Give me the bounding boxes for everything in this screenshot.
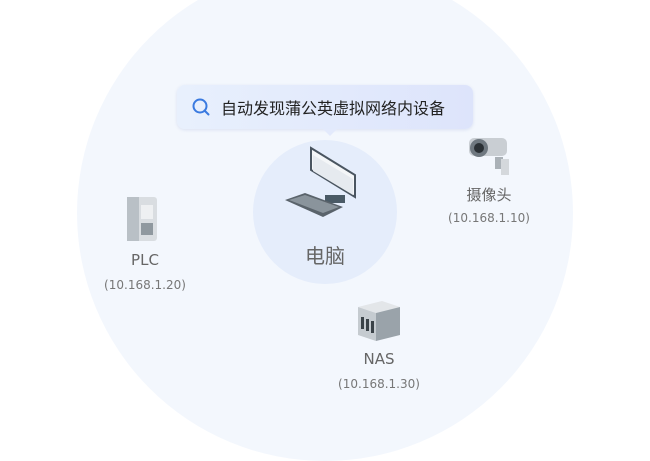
center-device-label: 电脑: [305, 244, 345, 268]
plc-icon: [127, 197, 157, 241]
tooltip-text: 自动发现蒲公英虚拟网络内设备: [221, 99, 446, 118]
discovery-tooltip: 自动发现蒲公英虚拟网络内设备: [177, 85, 473, 136]
device-name: PLC: [131, 251, 159, 269]
camera-icon: [469, 138, 509, 175]
desktop-computer-icon: [285, 146, 356, 217]
device-name: 摄像头: [466, 186, 512, 204]
device-name: NAS: [363, 350, 395, 368]
nas-icon: [358, 301, 400, 341]
search-icon: [192, 98, 210, 116]
device-ip: (10.168.1.10): [448, 211, 530, 225]
device-ip: (10.168.1.30): [338, 377, 420, 391]
device-ip: (10.168.1.20): [104, 278, 186, 292]
